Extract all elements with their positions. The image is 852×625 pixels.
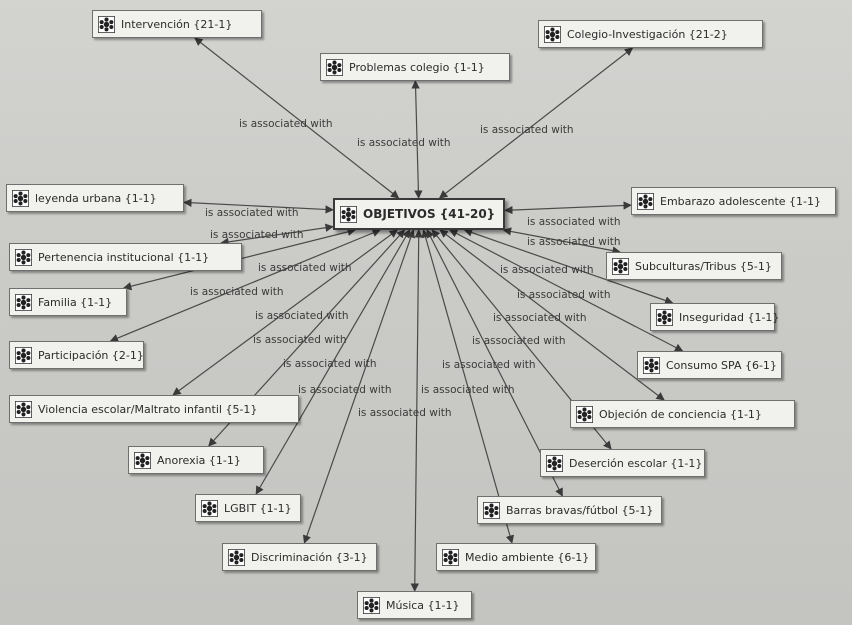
node-intervencion[interactable]: Intervención {21-1} xyxy=(92,10,262,38)
edge-label-medio-ambiente: is associated with xyxy=(442,359,536,371)
node-medio-ambiente[interactable]: Medio ambiente {6-1} xyxy=(436,543,596,571)
network-node-icon xyxy=(442,548,459,566)
node-label: LGBIT {1-1} xyxy=(224,501,292,515)
node-barras[interactable]: Barras bravas/fútbol {5-1} xyxy=(477,496,662,524)
network-node-icon xyxy=(12,189,29,207)
edge-label-musica: is associated with xyxy=(421,384,515,396)
edge-label-objecion: is associated with xyxy=(517,289,611,301)
node-pertenencia[interactable]: Pertenencia institucional {1-1} xyxy=(9,243,242,271)
node-embarazo[interactable]: Embarazo adolescente {1-1} xyxy=(631,187,836,215)
node-label: Participación {2-1} xyxy=(38,348,144,362)
network-node-icon xyxy=(340,205,357,223)
edge-label-discriminacion: is associated with xyxy=(358,407,452,419)
edge-label-barras: is associated with xyxy=(472,335,566,347)
node-label: Embarazo adolescente {1-1} xyxy=(660,194,821,208)
edge-label-pertenencia: is associated with xyxy=(210,229,304,241)
edge-leyenda xyxy=(183,198,334,214)
node-participacion[interactable]: Participación {2-1} xyxy=(9,341,144,369)
node-label: Medio ambiente {6-1} xyxy=(465,550,590,564)
network-node-icon xyxy=(15,248,32,266)
edge-problemas xyxy=(411,80,423,199)
edge-label-subculturas: is associated with xyxy=(527,236,621,248)
edge-label-desercion: is associated with xyxy=(493,312,587,324)
node-musica[interactable]: Música {1-1} xyxy=(357,591,472,619)
node-consumo[interactable]: Consumo SPA {6-1} xyxy=(637,351,782,379)
node-label: Anorexia {1-1} xyxy=(157,453,241,467)
node-discriminacion[interactable]: Discriminación {3-1} xyxy=(222,543,377,571)
node-label: Subculturas/Tribus {5-1} xyxy=(635,259,772,273)
network-node-icon xyxy=(656,308,673,326)
node-desercion[interactable]: Deserción escolar {1-1} xyxy=(540,449,705,477)
node-lgbit[interactable]: LGBIT {1-1} xyxy=(195,494,301,522)
network-node-icon xyxy=(15,346,32,364)
node-label: Barras bravas/fútbol {5-1} xyxy=(506,503,654,517)
node-label: leyenda urbana {1-1} xyxy=(35,191,157,205)
edge-label-anorexia: is associated with xyxy=(283,358,377,370)
node-colegio-investigacion[interactable]: Colegio-Investigación {21-2} xyxy=(538,20,763,48)
edge-label-lgbit: is associated with xyxy=(298,384,392,396)
network-node-icon xyxy=(546,454,563,472)
node-subculturas[interactable]: Subculturas/Tribus {5-1} xyxy=(606,252,782,280)
node-problemas[interactable]: Problemas colegio {1-1} xyxy=(320,53,510,81)
node-label: Intervención {21-1} xyxy=(121,17,233,31)
edge-label-consumo: is associated with xyxy=(258,262,352,274)
node-label: Problemas colegio {1-1} xyxy=(349,60,485,74)
node-label: Colegio-Investigación {21-2} xyxy=(567,27,728,41)
node-label: OBJETIVOS {41-20} xyxy=(363,207,496,221)
node-label: Violencia escolar/Maltrato infantil {5-1… xyxy=(38,402,258,416)
node-familia[interactable]: Familia {1-1} xyxy=(9,288,127,316)
network-node-icon xyxy=(576,405,593,423)
network-node-icon xyxy=(637,192,654,210)
node-objecion[interactable]: Objeción de conciencia {1-1} xyxy=(570,400,795,428)
node-label: Pertenencia institucional {1-1} xyxy=(38,250,210,264)
edge-label-violencia: is associated with xyxy=(253,334,347,346)
network-node-icon xyxy=(15,400,32,418)
node-inseguridad[interactable]: Inseguridad {1-1} xyxy=(650,303,779,331)
network-node-icon xyxy=(363,596,380,614)
edge-colegio-investigacion xyxy=(438,47,634,199)
edge-label-intervencion: is associated with xyxy=(239,118,333,130)
network-node-icon xyxy=(134,451,151,469)
network-node-icon xyxy=(643,356,660,374)
edge-label-familia: is associated with xyxy=(190,286,284,298)
node-label: Deserción escolar {1-1} xyxy=(569,456,703,470)
network-node-icon xyxy=(98,15,115,33)
network-node-icon xyxy=(326,58,343,76)
edge-label-embarazo: is associated with xyxy=(527,216,621,228)
node-violencia[interactable]: Violencia escolar/Maltrato infantil {5-1… xyxy=(9,395,299,423)
network-node-icon xyxy=(15,293,32,311)
network-node-icon xyxy=(228,548,245,566)
node-label: Discriminación {3-1} xyxy=(251,550,368,564)
node-label: Consumo SPA {6-1} xyxy=(666,358,777,372)
edge-musica xyxy=(410,229,423,592)
node-label: Familia {1-1} xyxy=(38,295,113,309)
edge-inseguridad xyxy=(463,228,674,305)
node-label: Música {1-1} xyxy=(386,598,460,612)
edge-label-inseguridad: is associated with xyxy=(500,264,594,276)
edge-label-leyenda: is associated with xyxy=(205,207,299,219)
node-leyenda[interactable]: leyenda urbana {1-1} xyxy=(6,184,184,212)
network-node-icon xyxy=(483,501,500,519)
node-label: Objeción de conciencia {1-1} xyxy=(599,407,762,421)
network-node-icon xyxy=(612,257,629,275)
node-objetivos[interactable]: OBJETIVOS {41-20} xyxy=(333,198,505,230)
node-label: Inseguridad {1-1} xyxy=(679,310,780,324)
edge-embarazo xyxy=(504,201,632,215)
network-node-icon xyxy=(201,499,218,517)
edge-label-problemas: is associated with xyxy=(357,137,451,149)
edge-intervencion xyxy=(194,37,400,199)
node-anorexia[interactable]: Anorexia {1-1} xyxy=(128,446,264,474)
network-node-icon xyxy=(544,25,561,43)
edge-label-participacion: is associated with xyxy=(255,310,349,322)
edge-subculturas xyxy=(502,227,621,255)
edge-discriminacion xyxy=(302,229,415,544)
edge-label-colegio-investigacion: is associated with xyxy=(480,124,574,136)
